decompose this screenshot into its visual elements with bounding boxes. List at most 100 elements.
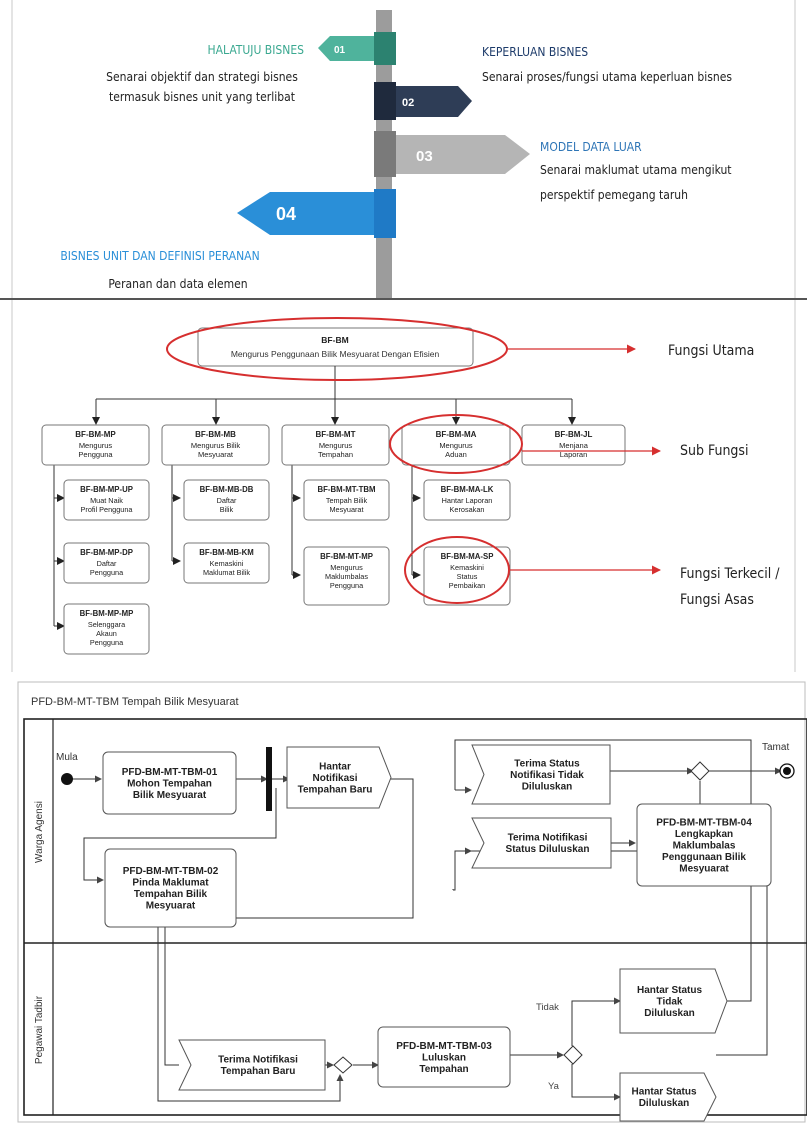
sub-function-box: [281, 424, 390, 466]
end-merge-gateway: [690, 761, 710, 781]
signal-label-line: Hantar Status: [631, 1087, 696, 1098]
signal-label-line: Tidak: [657, 996, 683, 1007]
callout-sub-fungsi: Sub Fungsi: [680, 443, 749, 459]
signal-label-line: Terima Status: [514, 758, 580, 769]
leaf-function-code: BF-BM-MA-LK: [441, 485, 494, 494]
merge-gateway: [333, 1056, 353, 1074]
sign-02-board: [392, 86, 472, 117]
sign-01-desc-line2: termasuk bisnes unit yang terlibat: [109, 90, 295, 104]
send-signal-shape: [619, 1072, 717, 1122]
sign-01-board: [318, 36, 378, 61]
process-box: [102, 751, 237, 815]
leaf-function-code: BF-BM-MP-MP: [80, 609, 134, 618]
leaf-function-label: Kerosakan: [450, 505, 485, 514]
sign-02-collar: [374, 82, 396, 120]
sign-01-desc-line1: Senarai objektif dan strategi bisnes: [106, 70, 298, 84]
sign-02-title: KEPERLUAN BISNES: [482, 45, 588, 59]
leaf-function-code: BF-BM-MP-DP: [80, 548, 133, 557]
root-function-box: [197, 327, 474, 367]
leaf-function-label: Mesyuarat: [329, 505, 363, 514]
leaf-function-label: Muat Naik: [90, 496, 123, 505]
leaf-function-code: BF-BM-MA-SP: [441, 552, 494, 561]
decision-label-ya: Ya: [548, 1081, 560, 1092]
sign-04-title: BISNES UNIT DAN DEFINISI PERANAN: [60, 249, 259, 263]
leaf-function-label: Maklumat Bilik: [203, 568, 250, 577]
leaf-function-label: Kemaskini: [450, 563, 484, 572]
leaf-function-label: Selenggara: [88, 620, 126, 629]
leaf-function-box: [183, 479, 270, 521]
leaf-function-box: [63, 542, 150, 584]
process-label-line: PFD-BM-MT-TBM-03: [396, 1041, 492, 1052]
leaf-function-code: BF-BM-MT-TBM: [317, 485, 375, 494]
start-label: Mula: [56, 752, 78, 763]
lane-label-pegawai-tadbir: Pegawai Tadbir: [34, 995, 45, 1064]
leaf-function-code: BF-BM-MP-UP: [80, 485, 133, 494]
send-signal-shape: [286, 746, 392, 809]
signal-label-line: Tempahan Baru: [298, 784, 373, 795]
signal-label-line: Diluluskan: [639, 1098, 690, 1109]
leaf-function-label: Hantar Laporan: [442, 496, 493, 505]
sub-function-label: Laporan: [560, 450, 588, 459]
highlight-leaf-ellipse: [404, 536, 510, 604]
sign-01-collar: [374, 32, 396, 65]
sub-function-label: Mesyuarat: [198, 450, 234, 459]
sub-function-box: [401, 424, 511, 466]
send-signal-shape: [619, 968, 728, 1034]
sub-function-label: Pengguna: [78, 450, 113, 459]
lane-label-warga-agensi: Warga Agensi: [34, 801, 45, 863]
sign-04-desc-line1: Peranan dan data elemen: [108, 277, 247, 291]
receive-signal-shape: [178, 1039, 326, 1091]
process-label-line: Penggunaan Bilik: [662, 852, 746, 863]
leaf-function-box: [183, 542, 270, 584]
sub-function-label: Mengurus: [319, 441, 353, 450]
leaf-function-label: Kemaskini: [210, 559, 244, 568]
highlight-sub-ellipse: [389, 414, 523, 474]
signal-label-line: Notifikasi Tidak: [510, 770, 584, 781]
leaf-function-label: Profil Pengguna: [81, 505, 134, 514]
leaf-function-box: [303, 546, 390, 606]
sub-function-box: [161, 424, 270, 466]
leaf-function-box: [63, 479, 150, 521]
sub-function-code: BF-BM-MT: [316, 430, 356, 439]
leaf-function-label: Pembaikan: [449, 581, 486, 590]
highlight-root-ellipse: [166, 317, 508, 381]
leaf-function-label: Daftar: [97, 559, 117, 568]
leaf-function-box: [423, 479, 511, 521]
sign-03-number: 03: [416, 148, 433, 165]
leaf-function-box: [63, 603, 150, 655]
callout-fungsi-terkecil-line2: Fungsi Asas: [680, 592, 754, 608]
sub-function-boxes: BF-BM-MPMengurusPenggunaBF-BM-MBMengurus…: [41, 424, 626, 466]
process-label-line: PFD-BM-MT-TBM-04: [656, 817, 752, 828]
sub-function-label: Mengurus: [79, 441, 113, 450]
process-label-line: Bilik Mesyuarat: [133, 790, 207, 801]
sub-function-code: BF-BM-MA: [436, 430, 477, 439]
sign-01-number: 01: [334, 45, 346, 56]
start-node: [61, 773, 73, 785]
signal-label-line: Terima Notifikasi: [218, 1055, 298, 1066]
process-flow: PFD-BM-MT-TBM Tempah Bilik Mesyuarat War…: [17, 681, 807, 1123]
sign-01-title: HALATUJU BISNES: [208, 43, 305, 57]
process-label-line: Pinda Maklumat: [132, 878, 209, 889]
signal-label-line: Hantar: [319, 761, 351, 772]
process-label-line: Mesyuarat: [146, 901, 196, 912]
sub-function-code: BF-BM-JL: [555, 430, 593, 439]
signal-label-line: Diluluskan: [644, 1008, 695, 1019]
sign-03-desc-line2: perspektif pemegang taruh: [540, 188, 688, 202]
swimlane-frame: [23, 718, 807, 1116]
process-box: [636, 803, 772, 887]
